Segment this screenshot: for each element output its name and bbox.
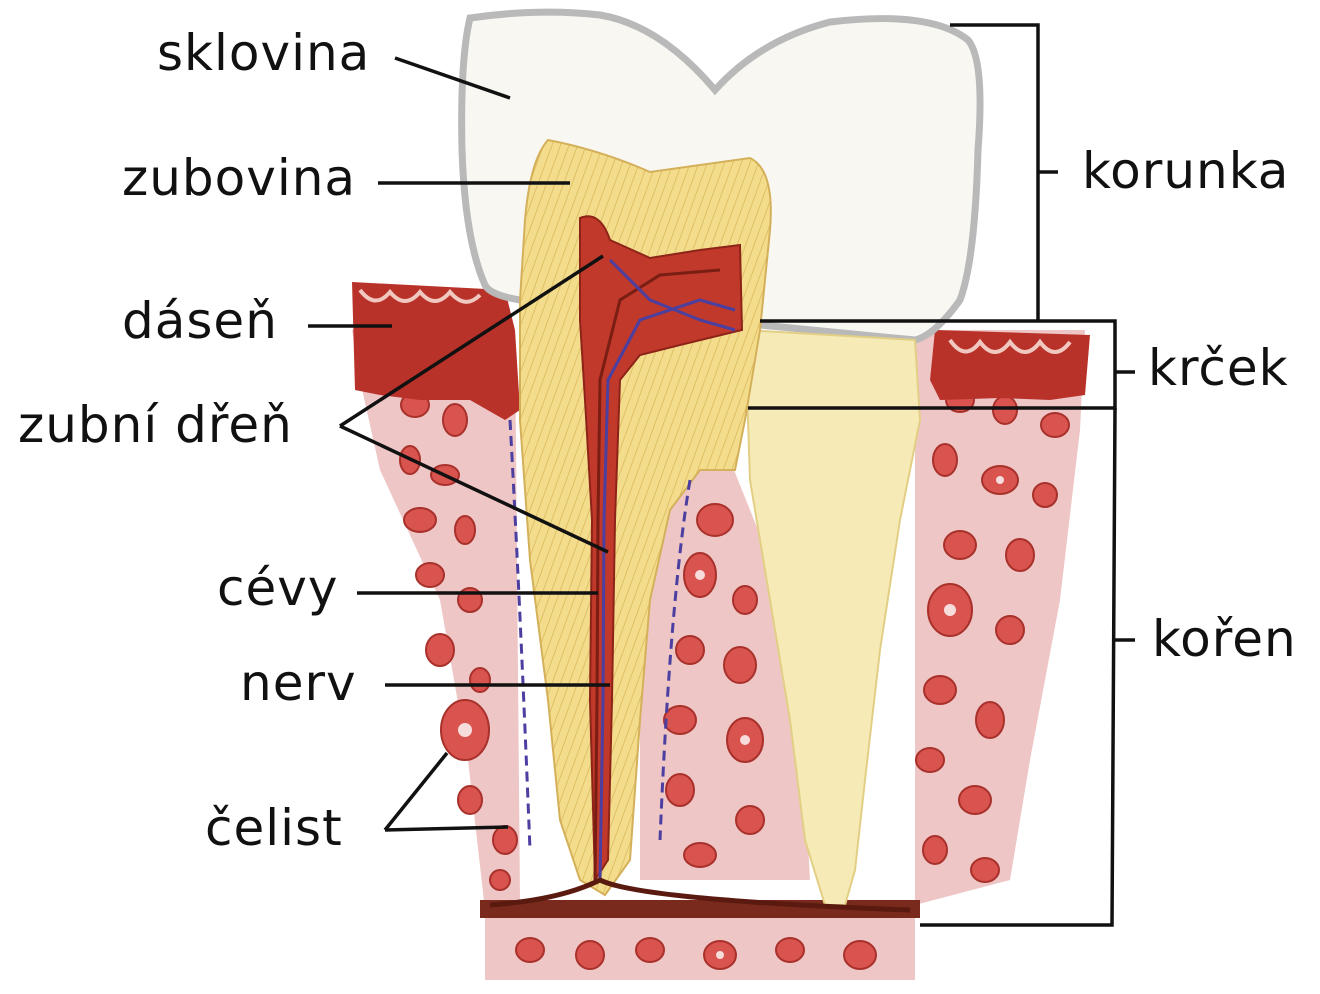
label-celist: čelist — [205, 803, 343, 853]
label-zubni-dren: zubní dřeň — [18, 400, 293, 450]
label-sklovina: sklovina — [157, 28, 370, 78]
pointer-celist-1 — [385, 753, 447, 830]
label-cevy: cévy — [217, 563, 338, 613]
label-dasen: dáseň — [122, 296, 278, 346]
label-korunka: korunka — [1082, 146, 1289, 196]
label-koren: kořen — [1152, 614, 1297, 664]
label-nerv: nerv — [240, 658, 357, 708]
label-zubovina: zubovina — [122, 153, 356, 203]
label-krcek: krček — [1148, 343, 1289, 393]
